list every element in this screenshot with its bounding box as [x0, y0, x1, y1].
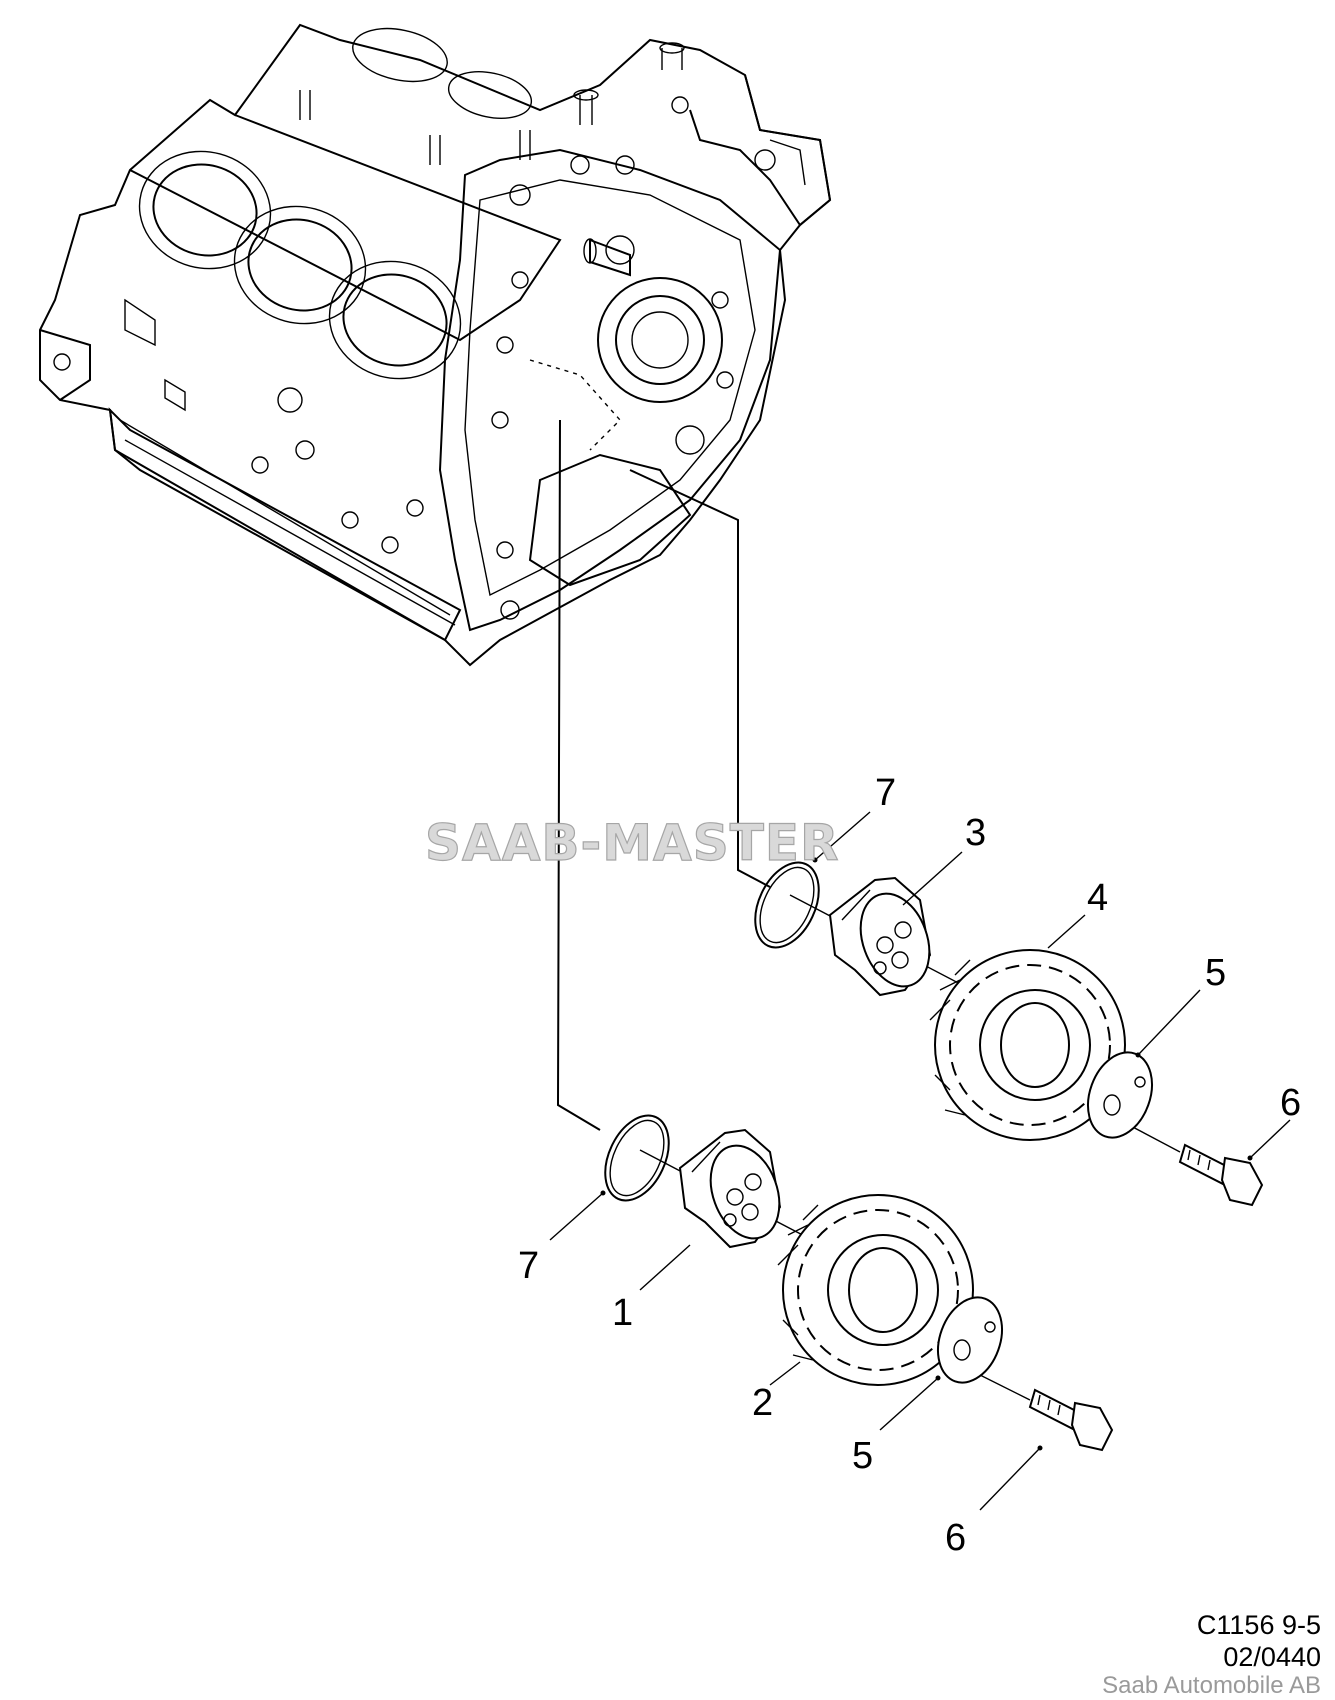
engine-block: [39, 23, 832, 667]
callout-1: 1: [612, 1292, 633, 1334]
idler-gear-upper: [929, 949, 1126, 1141]
o-ring-lower: [604, 1114, 670, 1202]
callout-6-lower: 6: [945, 1517, 966, 1559]
bolt-lower: [1028, 1388, 1114, 1452]
manufacturer-label: Saab Automobile AB: [1102, 1672, 1321, 1699]
callout-5-upper: 5: [1205, 952, 1226, 994]
o-ring-upper: [754, 861, 820, 949]
callout-5-lower: 5: [852, 1435, 873, 1477]
callout-3: 3: [965, 812, 986, 854]
callout-4: 4: [1087, 877, 1108, 919]
callout-2: 2: [752, 1382, 773, 1424]
upper-assembly: [754, 861, 1264, 1207]
drawing-code: C1156 9-5: [1196, 1610, 1321, 1640]
idler-shaft-lower: [678, 1128, 782, 1249]
idler-shaft-upper: [828, 876, 932, 997]
callout-6-upper: 6: [1280, 1082, 1301, 1124]
bolt-upper: [1178, 1143, 1264, 1207]
callout-labels: 7 3 4 5 6 7 1 2 5 6: [518, 772, 1301, 1559]
idler-gear-lower: [777, 1194, 974, 1386]
thrust-washer-lower: [937, 1296, 1003, 1384]
date-code: 02/0440: [1223, 1642, 1321, 1672]
thrust-washer-upper: [1087, 1051, 1153, 1139]
callout-7-upper: 7: [875, 772, 896, 814]
watermark-text: SAAB-MASTER: [425, 814, 840, 872]
lower-assembly: [604, 1114, 1114, 1452]
callout-7-lower: 7: [518, 1245, 539, 1287]
callout-leaders: [549, 811, 1291, 1511]
